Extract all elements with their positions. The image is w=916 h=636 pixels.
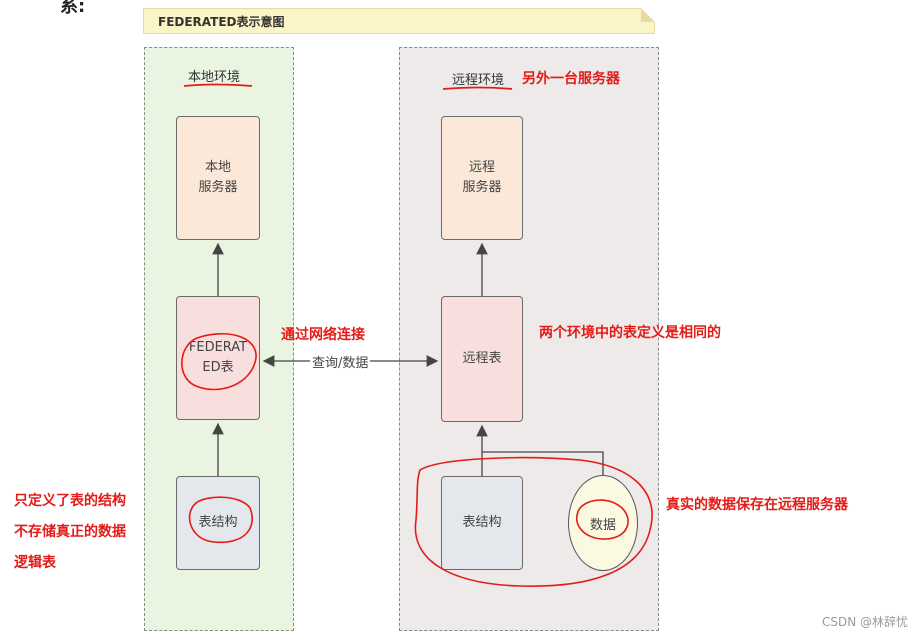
annotation-network: 通过网络连接 (281, 327, 365, 343)
annotation-another-server: 另外一台服务器 (522, 71, 620, 87)
local-environment-label: 本地环境 (188, 70, 241, 85)
banner-fold-corner (641, 8, 655, 22)
red-ellipse-remote-area (414, 456, 653, 587)
top-text-fragment: 系: (60, 0, 86, 17)
annotation-only-structure: 只定义了表的结构 (14, 493, 126, 509)
watermark: CSDN @林辞忧 (821, 615, 908, 629)
red-circle-local-structure (188, 496, 253, 544)
connector-remote-data-up (482, 451, 604, 475)
annotation-no-data: 不存储真正的数据 (14, 524, 126, 540)
remote-environment-label: 远程环境 (452, 73, 505, 88)
red-underline-remote-label (442, 86, 513, 90)
remote-structure-box: 表结构 (441, 476, 523, 570)
red-circle-federated (181, 332, 257, 391)
remote-table-box: 远程表 (441, 296, 523, 422)
annotation-real-data: 真实的数据保存在远程服务器 (666, 497, 848, 513)
local-server-box: 本地 服务器 (176, 116, 260, 240)
annotation-same-definition: 两个环境中的表定义是相同的 (539, 325, 721, 341)
diagram-title: FEDERATED表示意图 (158, 15, 285, 29)
remote-server-box: 远程 服务器 (441, 116, 523, 240)
remote-data-node: 数据 (568, 475, 638, 571)
red-underline-local-label (183, 83, 253, 87)
federated-table-box: FEDERAT ED表 (176, 296, 260, 420)
red-circle-remote-data (575, 499, 629, 540)
annotation-logical-table: 逻辑表 (14, 555, 56, 571)
query-data-edge-label: 查询/数据 (310, 352, 371, 371)
diagram-title-banner: FEDERATED表示意图 (143, 8, 655, 34)
